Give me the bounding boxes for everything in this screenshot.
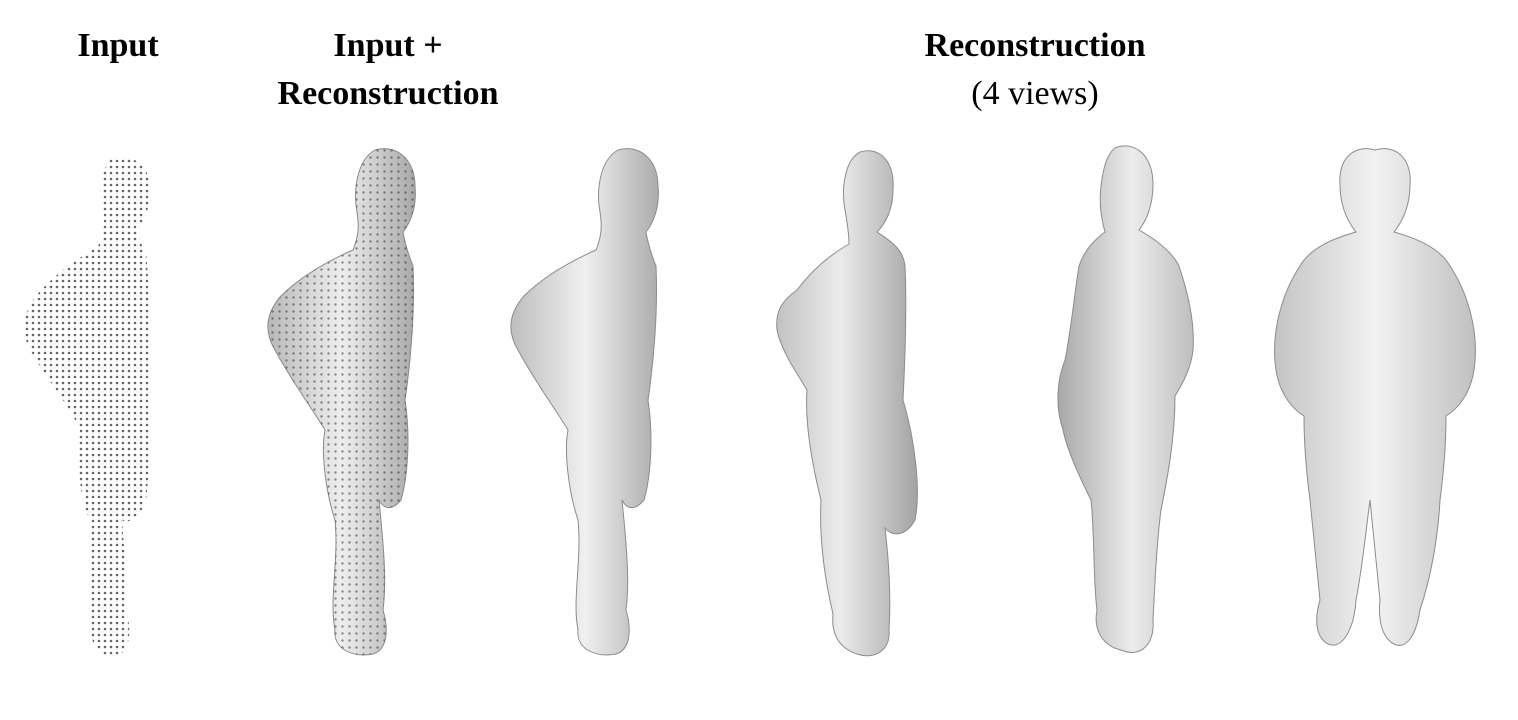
input-point-cloud [0,140,200,680]
header-input-label: Input [77,27,159,64]
header-recon-line2: (4 views) [971,75,1099,112]
header-reconstruction: Reconstruction (4 views) [880,22,1190,118]
reconstruction-view-4 [1270,140,1480,680]
header-input: Input [38,22,198,70]
input-plus-reconstruction [255,140,455,680]
reconstruction-view-1 [500,140,700,680]
header-input-recon-line1: Input + [333,27,443,64]
reconstruction-view-3 [1035,140,1235,680]
header-input-recon-line2: Reconstruction [277,75,499,112]
header-input-reconstruction: Input + Reconstruction [238,22,538,118]
reconstruction-view-2 [765,140,965,680]
header-recon-line1: Reconstruction [924,27,1146,64]
